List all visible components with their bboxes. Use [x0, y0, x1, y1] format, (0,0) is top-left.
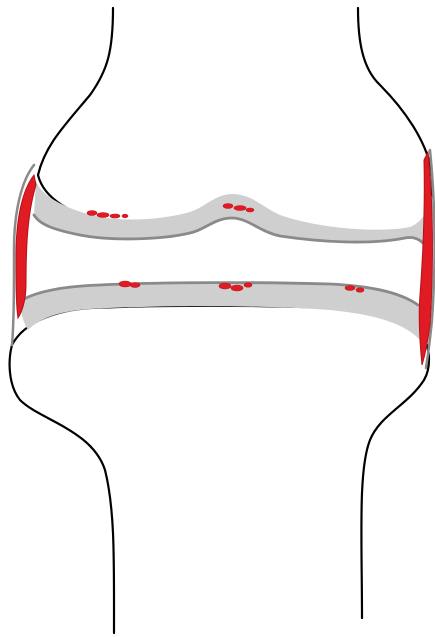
erosion-spot	[246, 208, 254, 212]
erosion-spot	[110, 214, 120, 218]
erosion-spot	[119, 281, 131, 287]
erosion-spot	[356, 288, 364, 292]
erosion-spot	[345, 286, 355, 291]
erosion-spot	[234, 206, 246, 211]
erosion-spot	[231, 285, 243, 291]
lower-cartilage	[21, 283, 426, 345]
erosion-spot	[223, 204, 233, 209]
lower-bone-outline	[10, 306, 429, 633]
erosion-spot	[219, 283, 231, 289]
erosion-spot	[97, 213, 109, 218]
erosion-spot	[87, 211, 97, 216]
erosion-spot	[244, 283, 252, 287]
erosion-spot	[122, 214, 128, 218]
erosion-spot	[130, 283, 140, 288]
